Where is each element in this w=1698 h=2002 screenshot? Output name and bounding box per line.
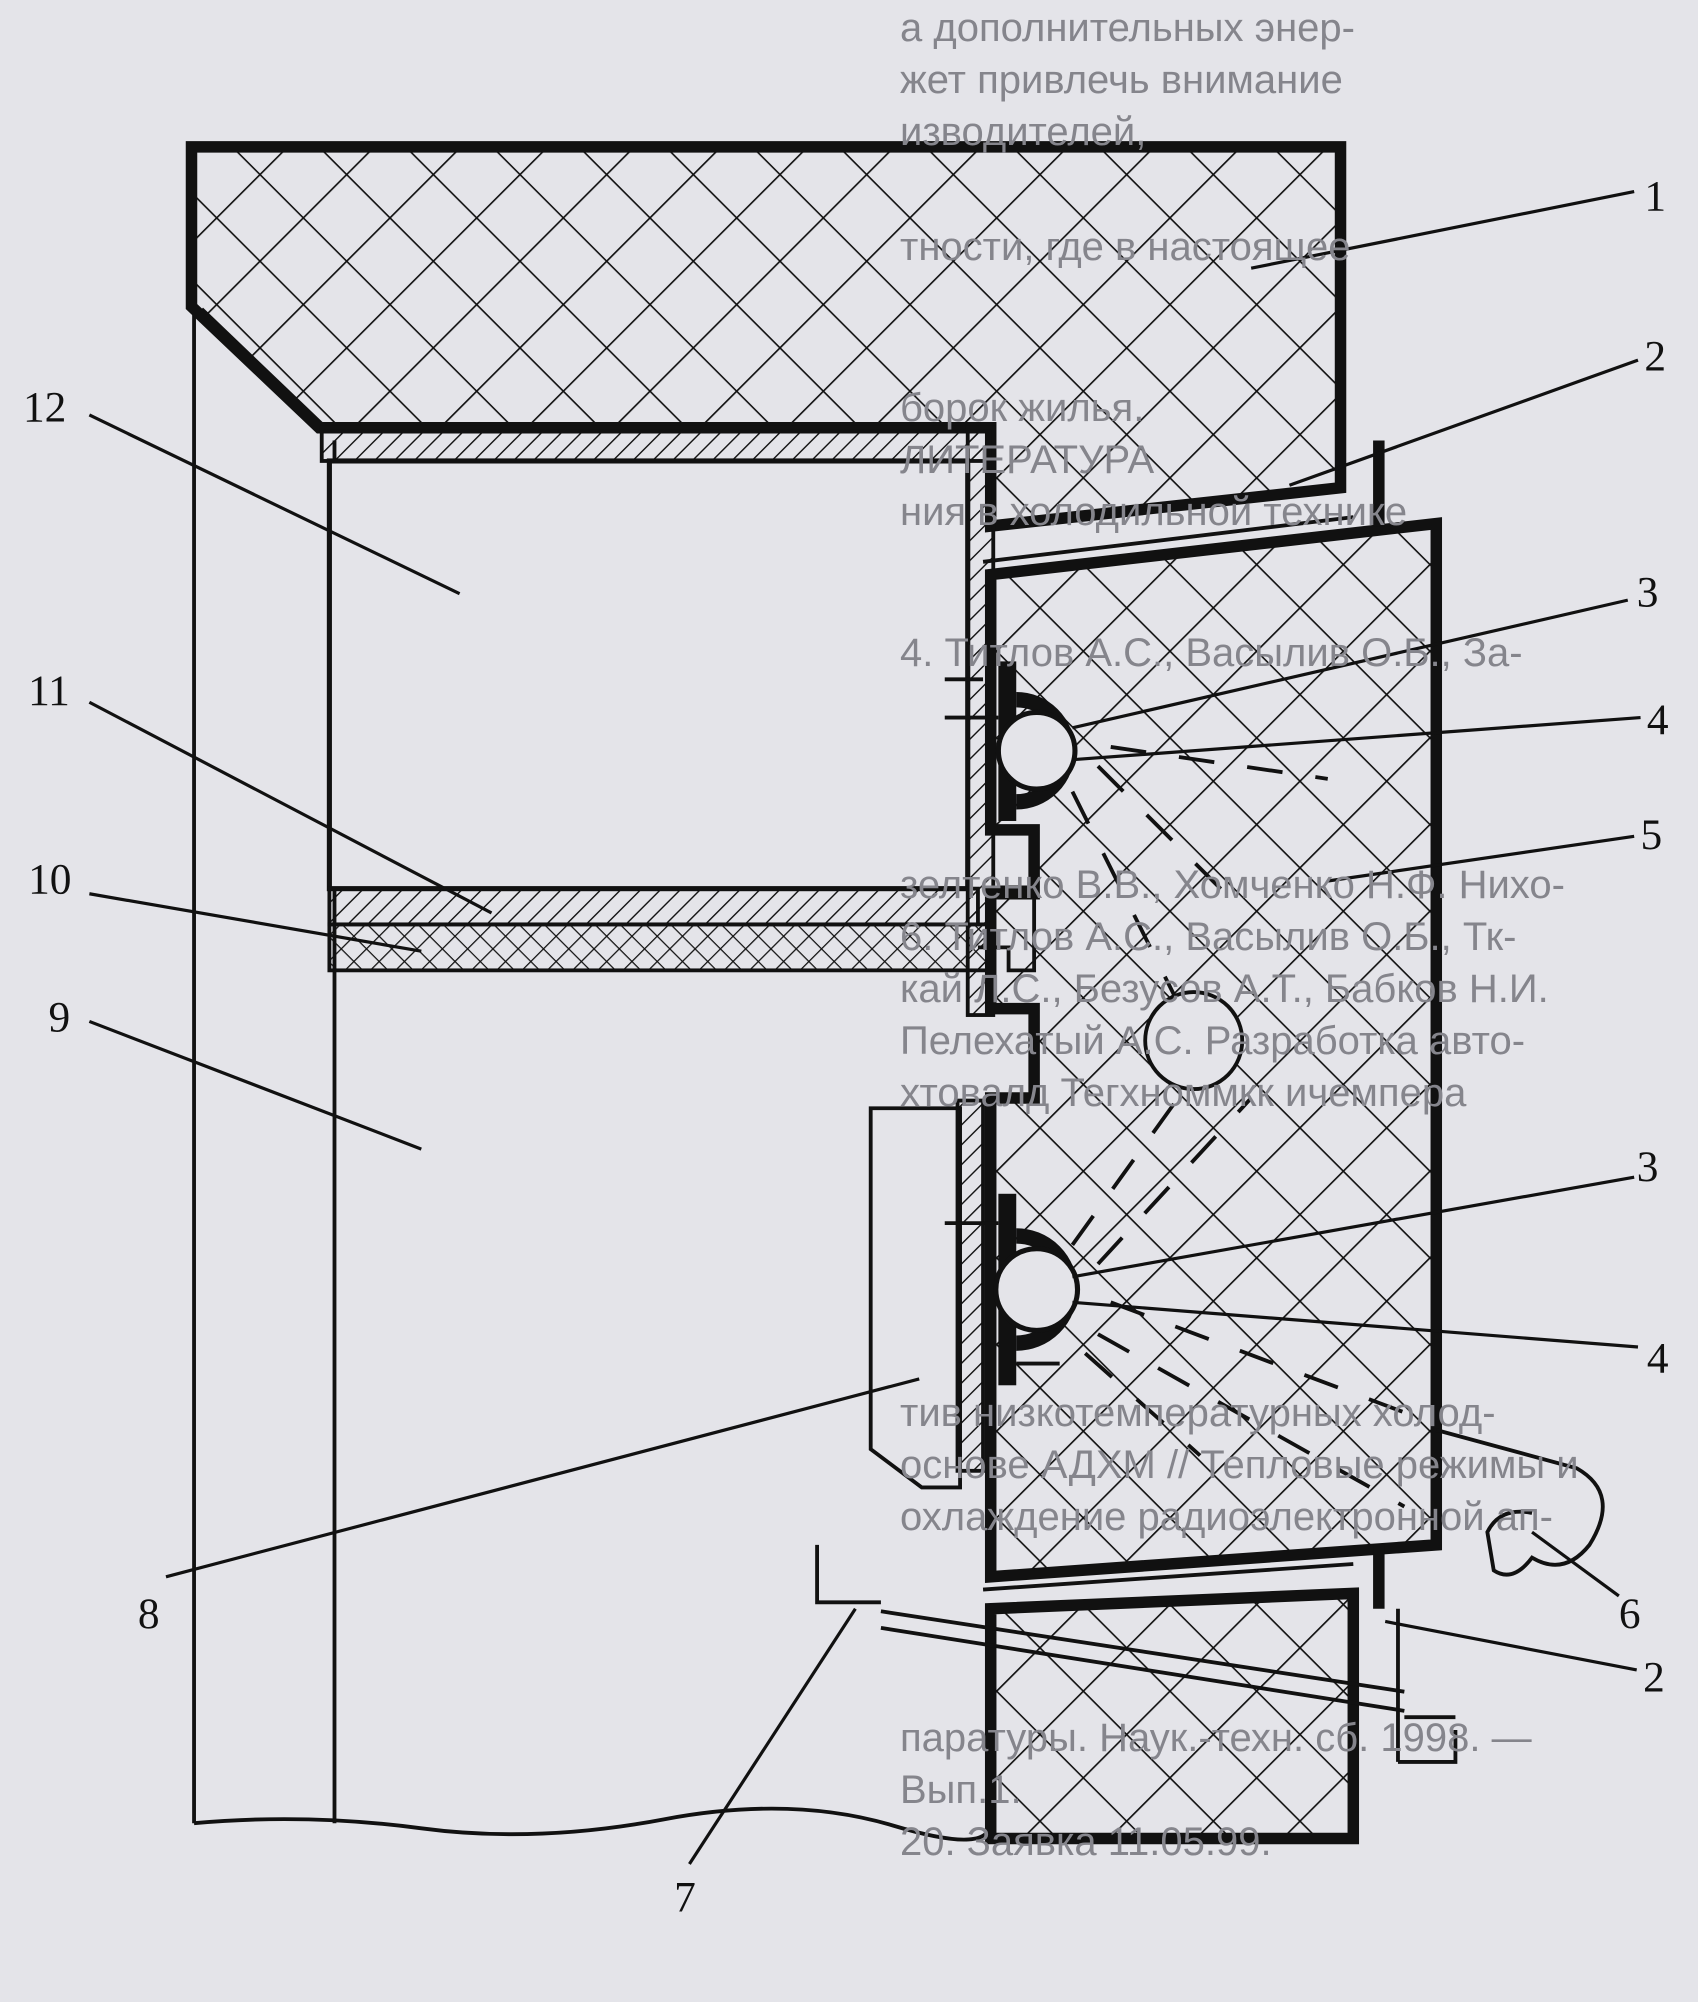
evaporator-panel: [868, 1098, 985, 1490]
label-9: 9: [49, 994, 71, 1042]
label-5: 5: [1641, 811, 1663, 859]
label-1: 1: [1644, 173, 1666, 221]
radiation-lines: [1070, 745, 1418, 1509]
leader-lines: [88, 190, 1641, 1865]
label-12: 12: [23, 383, 66, 431]
inner-frame: [319, 425, 1037, 1017]
label-4: 4: [1647, 696, 1669, 744]
label-11: 11: [28, 667, 70, 715]
heater-lower: [993, 1193, 1081, 1386]
heater-upper: [995, 661, 1078, 821]
label-3: 3: [1637, 569, 1659, 617]
drain-tray: [815, 1544, 1456, 1720]
label-8: 8: [138, 1590, 160, 1638]
label-7: 7: [674, 1873, 696, 1921]
label-3-lower: 3: [1637, 1143, 1659, 1191]
central-tube: [1143, 990, 1245, 1092]
label-2-lower: 2: [1643, 1654, 1665, 1702]
label-6: 6: [1619, 1590, 1641, 1638]
door-handle: [1435, 1428, 1605, 1577]
label-4-lower: 4: [1647, 1335, 1669, 1383]
label-2: 2: [1644, 332, 1666, 380]
bottom-insulation-block: [984, 1587, 1360, 1845]
label-10: 10: [28, 856, 71, 904]
